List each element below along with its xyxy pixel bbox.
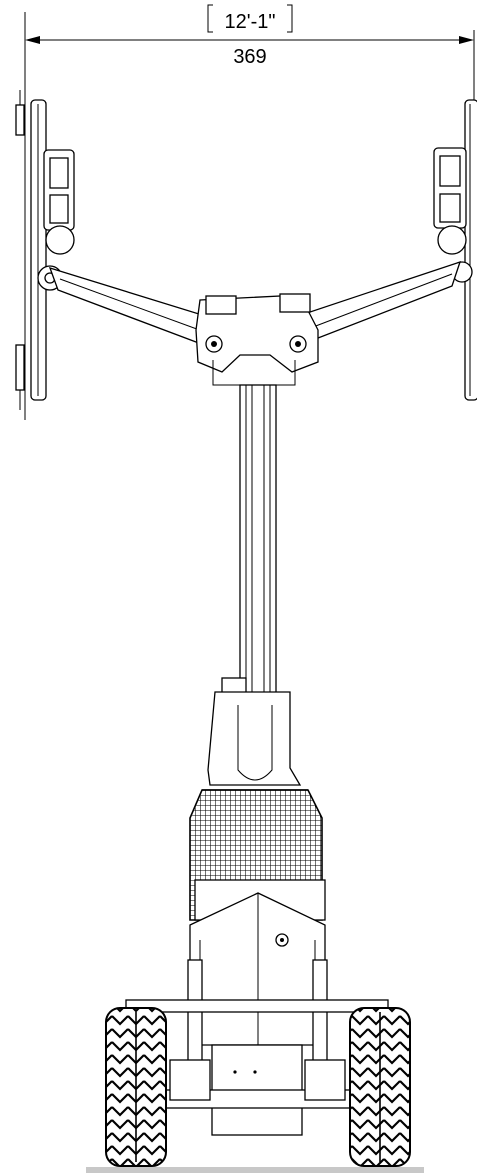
rotator-head: [195, 293, 319, 386]
right-pad-assembly: [433, 99, 477, 401]
bracket-right: [287, 4, 293, 33]
right-arrowhead: [459, 36, 474, 44]
left-arrowhead: [25, 36, 40, 44]
bracket-left: [207, 4, 213, 33]
left-pad-assembly: [15, 90, 75, 410]
right-wheel: [349, 1007, 411, 1167]
dimension-imperial-label: 12'-1": [225, 11, 276, 33]
boom: [207, 384, 302, 786]
ground-line: [86, 1167, 424, 1173]
left-wheel: [105, 1007, 167, 1167]
dimension-metric-label: 369: [233, 46, 266, 68]
dimension-annotation: 12'-1" 369: [24, 4, 475, 420]
left-arm: [48, 266, 213, 346]
